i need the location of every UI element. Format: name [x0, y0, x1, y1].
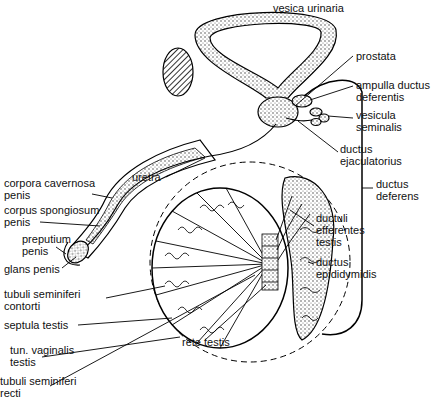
- tubule: [165, 281, 189, 287]
- part-label: vesica urinaria: [273, 2, 393, 14]
- anatomy: [63, 12, 362, 362]
- septum: [197, 264, 268, 343]
- part-label: vesicula seminalis: [356, 109, 426, 133]
- part-label: prostata: [356, 50, 436, 62]
- coil: [302, 316, 318, 321]
- septula: [152, 188, 268, 348]
- prepuce: [64, 242, 80, 265]
- leader-line: [362, 188, 373, 189]
- leader-line: [50, 275, 255, 386]
- rete-line: [262, 282, 278, 283]
- leader-line: [92, 194, 112, 198]
- leader-line: [40, 222, 100, 226]
- part-label: glans penis: [4, 263, 94, 275]
- part-label: septula testis: [4, 319, 94, 331]
- coil: [300, 288, 320, 293]
- part-label: ductuli efferentes testis: [316, 212, 381, 248]
- tubule: [200, 205, 224, 211]
- septum: [156, 264, 268, 295]
- part-label: uretra: [132, 171, 192, 183]
- septum: [156, 241, 268, 264]
- part-label: corpora cavernosa penis: [4, 177, 104, 201]
- leader-line: [298, 121, 338, 152]
- testis: [152, 188, 288, 348]
- part-label: tubuli seminiferi recti: [0, 375, 100, 399]
- rete-body: [262, 234, 278, 290]
- vesicle-coil: [311, 119, 321, 126]
- leader-line: [106, 286, 165, 298]
- ejaculatory-duct: [286, 118, 312, 121]
- rete-line: [262, 270, 278, 271]
- part-label: tun. vaginalis testis: [10, 344, 90, 368]
- pubic-bone: [163, 48, 193, 96]
- septum: [220, 264, 268, 348]
- tubules: [165, 202, 244, 333]
- leader-line: [308, 262, 314, 264]
- part-label: corpus spongiosum penis: [4, 204, 104, 228]
- tubule: [228, 202, 244, 208]
- leader-line: [310, 86, 353, 100]
- ampulla: [292, 95, 312, 107]
- part-label: ductus deferens: [376, 178, 436, 202]
- bladder-lumen: [210, 23, 321, 88]
- rete-line: [262, 258, 278, 259]
- leader-line: [56, 247, 66, 254]
- tubule: [178, 227, 202, 233]
- leader-line: [166, 158, 205, 177]
- ductule: [278, 214, 310, 260]
- efferent-ductules: [276, 196, 310, 260]
- tubule: [165, 253, 189, 259]
- leader-line: [290, 210, 314, 226]
- septum: [152, 264, 268, 268]
- ductule: [276, 196, 292, 240]
- septum: [197, 193, 268, 264]
- part-label: ductus epididymidis: [316, 256, 396, 280]
- leader-line: [78, 318, 172, 325]
- septum: [172, 264, 268, 325]
- leader-line: [62, 257, 76, 268]
- bladder-wall: [195, 12, 336, 98]
- leader-line: [328, 116, 353, 118]
- part-label: rete testis: [182, 336, 262, 348]
- seminal-vesicle: [310, 108, 329, 126]
- rete-line: [262, 246, 278, 247]
- part-label: preputium penis: [22, 233, 92, 257]
- rete: [262, 234, 278, 290]
- part-label: tubuli seminiferi contorti: [4, 288, 109, 312]
- part-label: ductus ejaculatorius: [340, 143, 425, 167]
- tubule: [200, 327, 224, 333]
- leader-line: [295, 56, 353, 106]
- part-label: ampulla ductus deferentis: [356, 79, 438, 103]
- leader-line: [205, 285, 266, 340]
